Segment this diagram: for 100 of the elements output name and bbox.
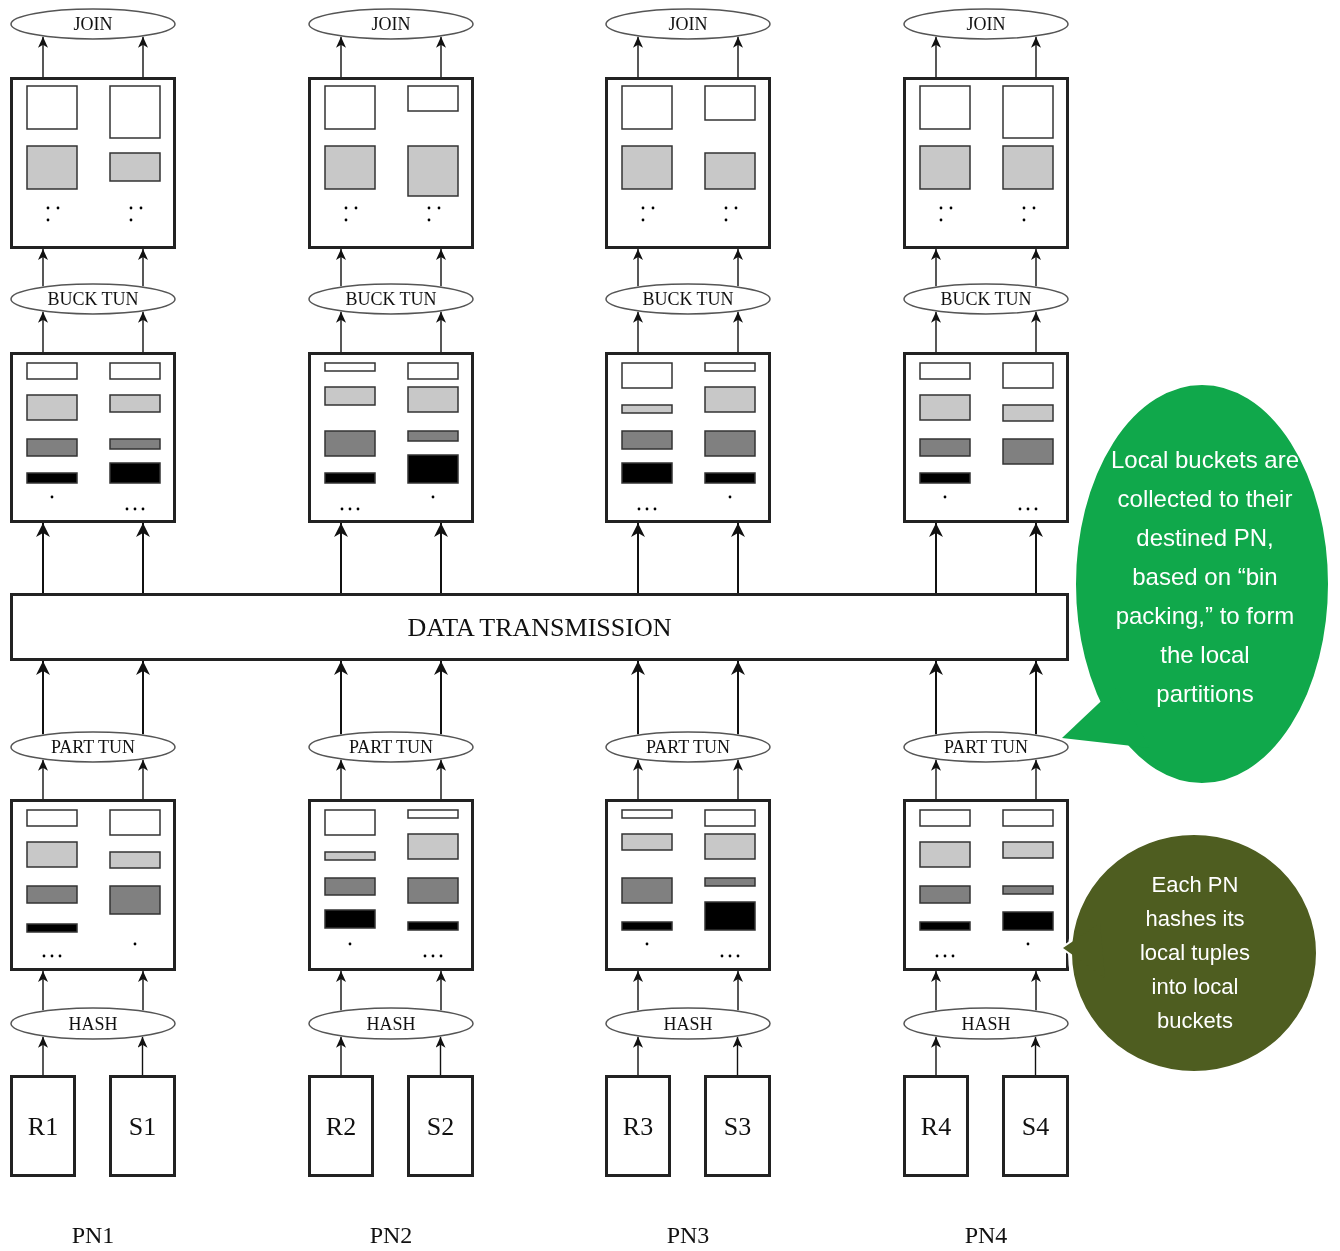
- callout-text: Local buckets are collected to their destined PN, based on “bin packing,” to form the local partitions: [1110, 445, 1300, 709]
- step-label: HASH: [663, 1014, 713, 1033]
- arrow: [38, 248, 48, 287]
- arrow: [1031, 311, 1041, 353]
- relation-box: [1002, 1075, 1069, 1177]
- arrow: [931, 248, 941, 287]
- step-label: PART TUN: [50, 738, 136, 756]
- arrow: [138, 311, 148, 353]
- arrow: [731, 660, 745, 736]
- relation-label: S3: [723, 1110, 752, 1143]
- relation-label: R2: [325, 1110, 357, 1143]
- relation-box: [10, 1075, 76, 1177]
- relation-label: S4: [1021, 1110, 1050, 1143]
- arrow: [38, 36, 48, 78]
- arrow: [38, 1035, 48, 1076]
- step-label: JOIN: [371, 15, 411, 33]
- relation-box: [605, 1075, 671, 1177]
- step-ellipse: [10, 1007, 176, 1040]
- step-label: HASH: [68, 1014, 118, 1033]
- arrow: [436, 311, 446, 353]
- step-ellipse: [308, 1007, 474, 1040]
- processing-node-label: PN1: [70, 1223, 116, 1247]
- step-ellipse: [605, 1007, 771, 1040]
- arrow: [1029, 522, 1043, 594]
- arrow: [136, 660, 150, 736]
- relation-box: [109, 1075, 176, 1177]
- arrow: [435, 1036, 446, 1076]
- step-label: JOIN: [73, 15, 113, 33]
- relation-box: [308, 1075, 374, 1177]
- step-ellipse: [903, 283, 1069, 315]
- step-label: PART TUN: [943, 738, 1029, 756]
- step-label: JOIN: [668, 15, 708, 33]
- arrow: [436, 970, 446, 1012]
- processing-node-label: PN2: [368, 1223, 414, 1247]
- step-ellipse: [605, 8, 771, 40]
- arrow: [633, 311, 643, 353]
- arrow: [336, 36, 346, 78]
- arrow: [336, 970, 346, 1012]
- arrow: [931, 36, 941, 78]
- relation-box: [407, 1075, 474, 1177]
- arrow: [929, 660, 943, 736]
- step-label: BUCK TUN: [345, 290, 437, 308]
- arrow: [733, 970, 743, 1012]
- arrow: [1031, 248, 1041, 287]
- step-label: HASH: [366, 1014, 416, 1033]
- arrow: [136, 522, 150, 594]
- arrow: [1031, 36, 1041, 78]
- arrow: [336, 1035, 346, 1076]
- arrow: [1031, 759, 1041, 800]
- step-ellipse: [605, 283, 771, 315]
- step-label: BUCK TUN: [642, 290, 734, 308]
- step-ellipse: [903, 8, 1069, 40]
- relation-label: S1: [128, 1110, 157, 1143]
- arrow: [633, 248, 643, 287]
- relation-label: R3: [622, 1110, 654, 1143]
- step-ellipse: [903, 1007, 1069, 1040]
- arrow: [334, 660, 348, 736]
- arrow: [633, 970, 643, 1012]
- step-label: PART TUN: [645, 738, 731, 756]
- step-label: JOIN: [966, 15, 1006, 33]
- processing-node-label: PN3: [665, 1223, 711, 1247]
- relation-box: [704, 1075, 771, 1177]
- arrow: [336, 311, 346, 353]
- arrow: [434, 660, 448, 736]
- arrow: [733, 36, 743, 78]
- arrow: [138, 759, 148, 800]
- arrow: [1029, 660, 1043, 736]
- relation-label: R1: [27, 1110, 59, 1143]
- step-label: PART TUN: [348, 738, 434, 756]
- arrow: [38, 970, 48, 1012]
- arrow: [733, 248, 743, 287]
- arrow: [336, 248, 346, 287]
- relation-label: S2: [426, 1110, 455, 1143]
- step-ellipse: [605, 731, 771, 763]
- transmission-band: [10, 593, 1069, 661]
- arrow: [436, 248, 446, 287]
- step-ellipse: [308, 8, 474, 40]
- step-ellipse: [903, 731, 1069, 763]
- arrow: [137, 1036, 148, 1076]
- arrow: [931, 311, 941, 353]
- arrow: [931, 759, 941, 800]
- arrow: [631, 660, 645, 736]
- step-label: HASH: [961, 1014, 1011, 1033]
- step-label: BUCK TUN: [47, 290, 139, 308]
- arrow: [732, 1036, 743, 1076]
- arrow: [138, 248, 148, 287]
- arrow: [138, 36, 148, 78]
- arrow: [336, 759, 346, 800]
- band-label: DATA TRANSMISSION: [407, 611, 672, 644]
- processing-node-label: PN4: [963, 1223, 1009, 1247]
- step-ellipse: [10, 731, 176, 763]
- arrow: [931, 970, 941, 1012]
- relation-label: R4: [920, 1110, 952, 1143]
- step-ellipse: [10, 8, 176, 40]
- arrow: [733, 311, 743, 353]
- arrow: [436, 36, 446, 78]
- arrow: [929, 522, 943, 594]
- arrow: [633, 759, 643, 800]
- arrow: [633, 1035, 643, 1076]
- arrow: [731, 522, 745, 594]
